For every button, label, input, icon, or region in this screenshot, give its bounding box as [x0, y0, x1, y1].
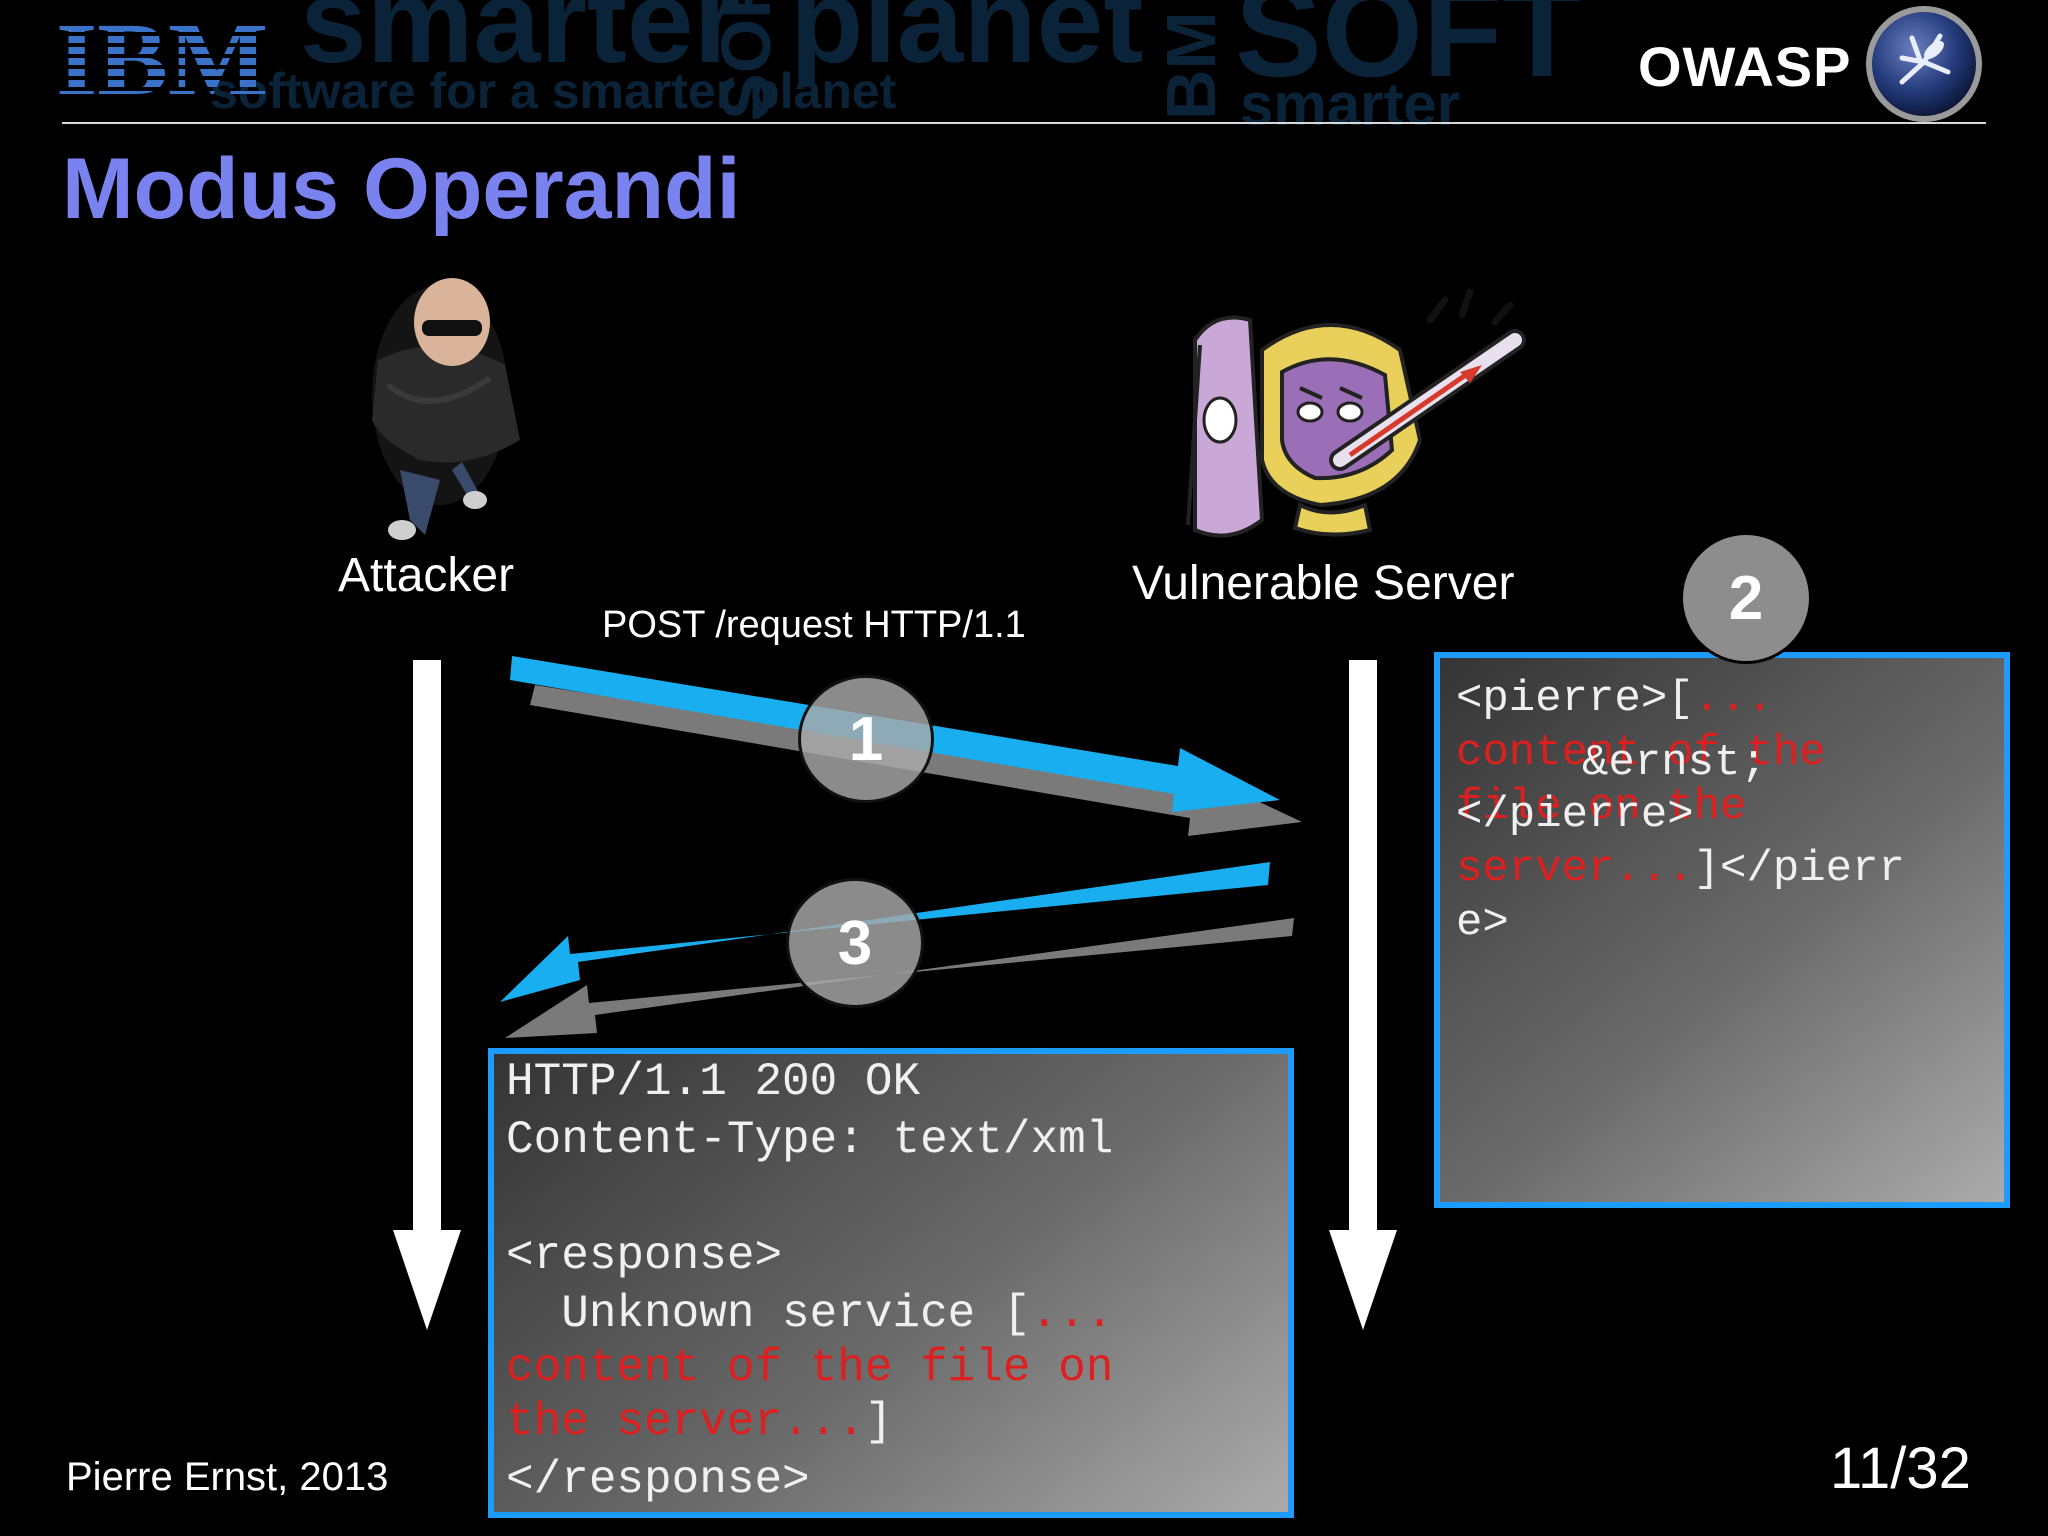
slide-title: Modus Operandi — [62, 141, 741, 237]
response-arrow — [500, 862, 1294, 1038]
response-line: the server...] — [506, 1396, 893, 1448]
ibm-logo-text: IBM — [56, 14, 268, 100]
response-line: <response> — [506, 1230, 783, 1282]
server-box-line: server...]</pierr — [1456, 844, 1905, 894]
server-box-line: file on the — [1456, 782, 1747, 832]
attacker-photo-icon — [372, 278, 520, 540]
bg-word: smarter — [1240, 71, 1460, 125]
bg-word: SOFT — [707, 0, 785, 120]
slide-author: Pierre Ernst, 2013 — [66, 1455, 389, 1499]
server-box-line: content of the — [1456, 728, 1826, 778]
attacker-label: Attacker — [338, 549, 515, 602]
response-line: HTTP/1.1 200 OK — [506, 1056, 921, 1108]
server-label: Vulnerable Server — [1132, 557, 1515, 610]
response-line: </response> — [506, 1454, 810, 1506]
response-line: content of the file on — [506, 1342, 1114, 1394]
bg-word: SOFT — [1235, 0, 1582, 104]
request-label: POST /request HTTP/1.1 — [602, 604, 1026, 646]
server-box-line: <pierre>[... — [1456, 674, 1773, 724]
header-divider — [62, 122, 1986, 124]
page-number: 11/32 — [1830, 1436, 1971, 1501]
sick-server-cartoon-icon — [1186, 288, 1526, 538]
header-background-words: smarter planet SOFT BM software for a sm… — [210, 0, 1582, 125]
bg-word: BM — [1152, 11, 1230, 120]
owasp-brand: OWASP — [1638, 35, 1852, 98]
step-badge-2: 2 — [1680, 532, 1812, 664]
step-badge-3: 3 — [786, 878, 924, 1008]
http-response-box: HTTP/1.1 200 OK Content-Type: text/xml <… — [488, 1048, 1294, 1518]
server-box-line: e> — [1456, 898, 1509, 948]
response-line: Content-Type: text/xml — [506, 1114, 1114, 1166]
response-line: Unknown service [... — [506, 1288, 1114, 1340]
server-box-line: &ernst; — [1582, 738, 1767, 788]
server-entity-box: <pierre>[... content of the &ernst; file… — [1434, 652, 2010, 1208]
ibm-logo-icon: IBM — [56, 14, 268, 100]
step-badge-1: 1 — [798, 675, 934, 803]
server-box-line: </pierre> — [1456, 790, 1694, 840]
server-timeline-arrow — [1329, 660, 1397, 1330]
attacker-timeline-arrow — [393, 660, 461, 1330]
bg-word: software for a smarter planet — [210, 63, 897, 119]
bg-word: planet — [790, 0, 1143, 88]
owasp-wasp-logo-icon — [1866, 6, 1982, 122]
bg-word: smarter — [300, 0, 740, 88]
